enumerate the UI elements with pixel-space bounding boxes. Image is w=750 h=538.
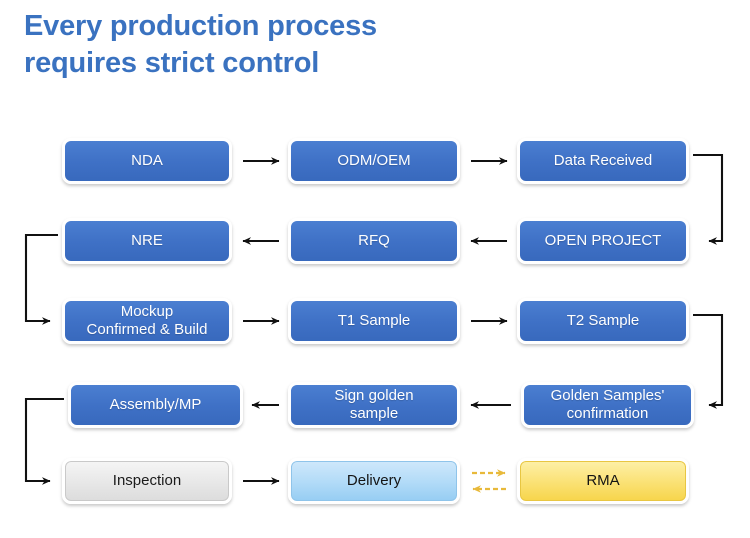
node-sign-golden-sample[interactable]: Sign golden sample xyxy=(288,382,460,428)
node-data-received[interactable]: Data Received xyxy=(517,138,689,184)
node-assembly-mp[interactable]: Assembly/MP xyxy=(68,382,243,428)
node-rfq[interactable]: RFQ xyxy=(288,218,460,264)
node-t1-sample[interactable]: T1 Sample xyxy=(288,298,460,344)
node-t2-sample[interactable]: T2 Sample xyxy=(517,298,689,344)
connector-nre-to-mockup xyxy=(24,233,58,325)
node-golden-samples-confirmation[interactable]: Golden Samples' confirmation xyxy=(521,382,694,428)
page-title: Every production process requires strict… xyxy=(24,10,377,80)
node-delivery[interactable]: Delivery xyxy=(288,458,460,504)
node-rma[interactable]: RMA xyxy=(517,458,689,504)
node-odm-oem[interactable]: ODM/OEM xyxy=(288,138,460,184)
connector-data-received-to-open-project xyxy=(693,153,724,245)
node-nre[interactable]: NRE xyxy=(62,218,232,264)
node-open-project[interactable]: OPEN PROJECT xyxy=(517,218,689,264)
node-nda[interactable]: NDA xyxy=(62,138,232,184)
connector-t2-to-golden-samples xyxy=(693,313,724,409)
node-mockup[interactable]: Mockup Confirmed & Build xyxy=(62,298,232,344)
node-inspection[interactable]: Inspection xyxy=(62,458,232,504)
connector-assembly-to-inspection xyxy=(24,397,64,485)
